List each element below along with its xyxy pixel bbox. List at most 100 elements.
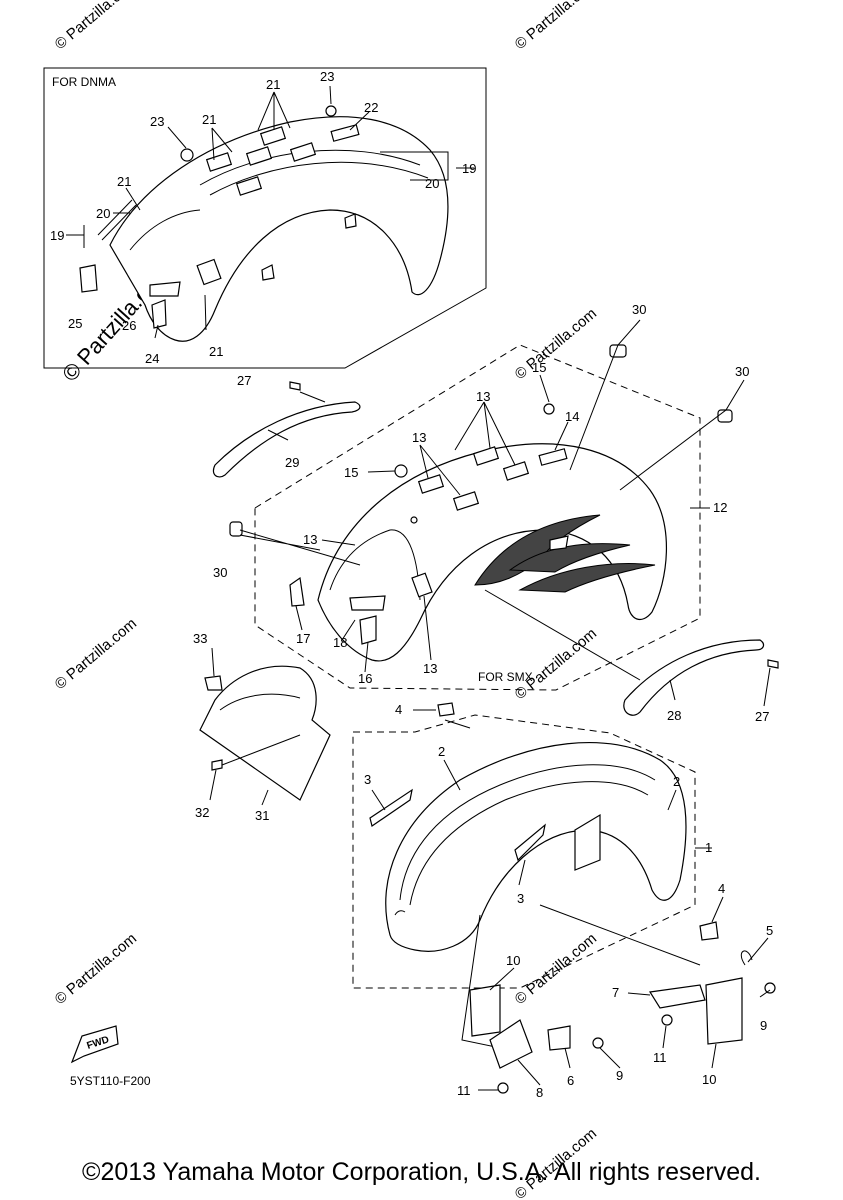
dnma-decal bbox=[259, 126, 287, 146]
smx-decal bbox=[452, 491, 480, 511]
callout-21: 21 bbox=[209, 344, 223, 359]
smx-plate bbox=[349, 595, 386, 611]
leader bbox=[364, 641, 369, 673]
fender-bracket bbox=[574, 813, 601, 871]
dnma-stripe-20 bbox=[101, 204, 137, 241]
callout-15: 15 bbox=[532, 360, 546, 375]
callout-22: 22 bbox=[364, 100, 378, 115]
leader bbox=[569, 319, 641, 471]
bolt-4 bbox=[437, 702, 455, 717]
callout-2: 2 bbox=[438, 744, 445, 759]
callout-31: 31 bbox=[255, 808, 269, 823]
smx-decal bbox=[411, 572, 433, 598]
strip-3 bbox=[514, 823, 546, 862]
callout-4: 4 bbox=[718, 881, 725, 896]
callout-16: 16 bbox=[358, 671, 372, 686]
callout-13: 13 bbox=[476, 389, 490, 404]
wire-5 bbox=[740, 950, 753, 966]
dnma-grommet bbox=[180, 148, 194, 162]
smx-grommet bbox=[394, 464, 408, 478]
callout-4: 4 bbox=[395, 702, 402, 717]
rear-cover-31 bbox=[199, 665, 331, 801]
callout-21: 21 bbox=[266, 77, 280, 92]
fender-trim bbox=[399, 764, 656, 901]
leader bbox=[759, 989, 771, 998]
leader bbox=[321, 539, 356, 546]
nut-9 bbox=[764, 982, 776, 994]
leader bbox=[518, 859, 526, 886]
smx-flame bbox=[508, 543, 631, 573]
callout-6: 6 bbox=[567, 1073, 574, 1088]
callout-17: 17 bbox=[296, 631, 310, 646]
leader bbox=[211, 127, 233, 161]
smx-part-17 bbox=[289, 576, 305, 607]
leader bbox=[341, 619, 356, 641]
dnma-inset: FOR DNMA 21 bbox=[43, 67, 487, 369]
leader bbox=[221, 734, 301, 766]
dnma-grommet bbox=[325, 105, 337, 117]
leader bbox=[554, 421, 569, 451]
dnma-frame bbox=[43, 67, 487, 369]
callout-2: 2 bbox=[673, 774, 680, 789]
leader bbox=[211, 647, 215, 677]
dnma-fender-stripe bbox=[209, 161, 429, 196]
smx-decal bbox=[472, 446, 500, 466]
smx-section: FOR SMX bbox=[212, 302, 779, 724]
callout-30: 30 bbox=[213, 565, 227, 580]
dnma-decal bbox=[235, 176, 263, 196]
callout-13: 13 bbox=[303, 532, 317, 547]
callout-27: 27 bbox=[755, 709, 769, 724]
leader bbox=[539, 374, 550, 403]
leader bbox=[261, 789, 269, 806]
callout-23: 23 bbox=[320, 69, 334, 84]
callout-13: 13 bbox=[423, 661, 437, 676]
rear-cover-edge bbox=[219, 693, 301, 711]
dnma-plate bbox=[149, 281, 181, 297]
leader bbox=[484, 589, 641, 681]
callout-14: 14 bbox=[565, 409, 579, 424]
leader bbox=[444, 719, 471, 729]
callout-24: 24 bbox=[145, 351, 159, 366]
fender-trim bbox=[409, 781, 649, 906]
reflector-10 bbox=[705, 977, 743, 1045]
callout-3: 3 bbox=[517, 891, 524, 906]
callout-23: 23 bbox=[150, 114, 164, 129]
callout-21: 21 bbox=[117, 174, 131, 189]
fender-section: 4 2 3 2 1 3 4 bbox=[352, 702, 725, 989]
smx-frame bbox=[254, 344, 701, 691]
smx-emblem bbox=[549, 535, 569, 551]
grommet-30 bbox=[229, 521, 243, 537]
side-rail-29 bbox=[212, 401, 361, 478]
callout-27: 27 bbox=[237, 373, 251, 388]
leader bbox=[454, 401, 516, 466]
callout-32: 32 bbox=[195, 805, 209, 820]
fender-edge bbox=[394, 910, 406, 916]
leader bbox=[763, 667, 771, 707]
bolt-27 bbox=[289, 381, 301, 391]
fender-frame bbox=[352, 714, 696, 989]
callout-5: 5 bbox=[766, 923, 773, 938]
smx-flame bbox=[518, 563, 656, 593]
leader bbox=[299, 391, 326, 403]
grommet-30 bbox=[717, 409, 733, 423]
dnma-part-25 bbox=[79, 264, 98, 293]
callout-12: 12 bbox=[713, 500, 727, 515]
callout-10: 10 bbox=[702, 1072, 716, 1087]
bolt-27 bbox=[767, 659, 779, 669]
dnma-decal bbox=[289, 142, 317, 162]
smx-grommet bbox=[543, 403, 555, 415]
smx-decal bbox=[538, 448, 568, 466]
smx-hole bbox=[410, 516, 418, 524]
dnma-emblem bbox=[344, 213, 357, 229]
side-rail-28 bbox=[623, 639, 765, 716]
leader bbox=[66, 225, 85, 248]
smx-decal bbox=[417, 474, 445, 494]
bolt-4 bbox=[699, 921, 719, 941]
leader bbox=[367, 470, 396, 473]
leader bbox=[371, 789, 386, 811]
leader bbox=[267, 429, 289, 441]
grommet-30 bbox=[609, 344, 627, 358]
dnma-decal bbox=[205, 152, 233, 172]
leader bbox=[667, 789, 677, 811]
clip-33 bbox=[204, 675, 223, 691]
